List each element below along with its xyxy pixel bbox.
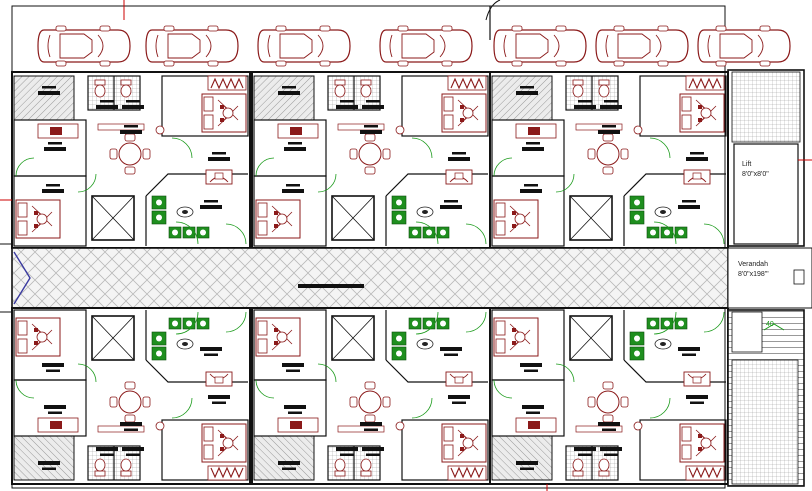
upper-flats xyxy=(12,72,728,248)
corridor xyxy=(11,247,729,309)
service-core: Lift 8'0"x8'0" Verandah 8'0"x198'" 40 xyxy=(727,69,812,487)
car-icon xyxy=(145,25,239,67)
car-icon xyxy=(37,25,131,67)
lift-size: 8'0"x8'0" xyxy=(742,171,769,178)
car-icon xyxy=(493,25,587,67)
corridor-mark xyxy=(298,284,364,288)
flat-unit xyxy=(490,308,728,484)
flat-unit xyxy=(12,308,250,484)
car-icon xyxy=(257,25,351,67)
car-icon-row xyxy=(37,25,791,67)
level-mark: 40 xyxy=(766,321,774,328)
flat-unit xyxy=(490,72,728,248)
car-icon xyxy=(379,25,473,67)
lift-label: Lift xyxy=(742,161,751,168)
verandah-size: 8'0"x198'" xyxy=(738,271,769,278)
lower-flats xyxy=(12,308,728,484)
verandah-label: Verandah xyxy=(738,261,768,268)
car-icon xyxy=(595,25,689,67)
flat-unit xyxy=(12,72,250,248)
car-icon xyxy=(697,25,791,67)
lift-icon xyxy=(733,143,799,245)
flat-unit xyxy=(252,72,490,248)
flat-unit xyxy=(252,308,490,484)
